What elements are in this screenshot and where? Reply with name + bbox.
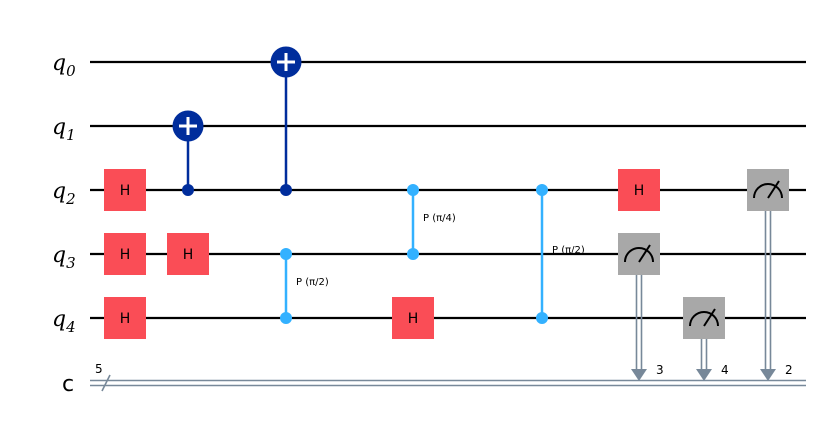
h-gate: H [392, 297, 434, 339]
h-gate: H [104, 297, 146, 339]
meter-arc-icon [689, 311, 719, 327]
h-gate: H [104, 169, 146, 211]
qubit-label-base: q [52, 179, 66, 204]
measure-box [747, 169, 789, 211]
h-gate: H [104, 233, 146, 275]
cp-gate-label: P (π/2) [552, 245, 585, 256]
h-gate-label: H [183, 247, 194, 263]
qubit-label-index: 2 [65, 190, 76, 208]
cx-gate [172, 110, 204, 196]
qubit-label-2: q2 [52, 179, 76, 208]
h-gate-box [104, 297, 146, 339]
h-gate-box [392, 297, 434, 339]
wires-layer [90, 60, 806, 392]
control-dot [280, 248, 292, 260]
h-gate: H [618, 169, 660, 211]
control-dot [280, 184, 292, 196]
control-dot [182, 184, 194, 196]
measure-clbit-index: 4 [721, 363, 729, 377]
h-gate-box [104, 233, 146, 275]
control-dot [407, 184, 419, 196]
meter-needle-icon [638, 244, 651, 263]
classical-register-label: c [62, 372, 74, 397]
measure-box [618, 233, 660, 275]
classical-bus-slash [101, 374, 111, 392]
qubit-label-base: q [52, 243, 66, 268]
control-dot [536, 184, 548, 196]
h-gate-label: H [120, 183, 131, 199]
measure-arrow-head [760, 369, 776, 381]
measure-gate: 2 [747, 169, 793, 381]
meter-arc-icon [753, 183, 783, 199]
h-gate-label: H [634, 183, 645, 199]
h-gate-label: H [120, 247, 131, 263]
measure-arrow-head [696, 369, 712, 381]
control-dot [407, 248, 419, 260]
measure-box [683, 297, 725, 339]
measure-arrow-head [631, 369, 647, 381]
qubit-label-base: q [52, 51, 66, 76]
cp-gate: P (π/2) [536, 184, 585, 324]
qubit-label-1: q1 [52, 115, 76, 144]
qubit-label-index: 4 [65, 318, 76, 336]
h-gate-box [167, 233, 209, 275]
qubit-label-index: 1 [66, 126, 76, 144]
meter-needle-icon [703, 308, 716, 327]
h-gate-label: H [408, 311, 419, 327]
qubit-label-index: 3 [66, 254, 76, 272]
cp-gate: P (π/4) [407, 184, 456, 260]
control-dot [536, 312, 548, 324]
measure-clbit-index: 2 [785, 363, 793, 377]
h-gate-box [618, 169, 660, 211]
classical-register-size: 5 [95, 362, 103, 376]
qubit-label-0: q0 [52, 51, 76, 80]
cp-gate-label: P (π/4) [423, 213, 456, 224]
h-gate: H [167, 233, 209, 275]
control-dot [280, 312, 292, 324]
qubit-label-base: q [52, 115, 66, 140]
qubit-label-4: q4 [52, 307, 76, 336]
meter-arc-icon [624, 247, 654, 263]
gates-layer: H H H H P (π/2) P (π/4) H P (π/2) H 3 4 2 [104, 46, 793, 381]
qubit-label-base: q [52, 307, 66, 332]
measure-gate: 4 [683, 297, 729, 381]
h-gate-box [104, 169, 146, 211]
cp-gate-label: P (π/2) [296, 277, 329, 288]
meter-needle-icon [767, 180, 780, 199]
qubit-label-3: q3 [52, 243, 76, 272]
measure-gate: 3 [618, 233, 664, 381]
h-gate-label: H [120, 311, 131, 327]
cp-gate: P (π/2) [280, 248, 329, 324]
measure-clbit-index: 3 [656, 363, 664, 377]
qubit-label-index: 0 [66, 62, 76, 80]
cx-gate [270, 46, 302, 196]
